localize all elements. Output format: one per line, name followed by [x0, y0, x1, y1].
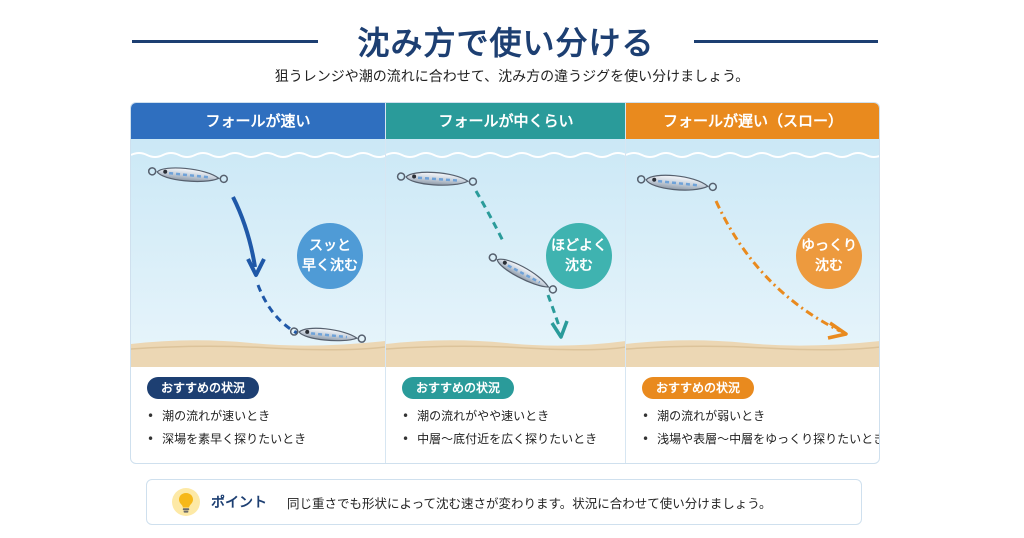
jig-lure-top [147, 167, 229, 184]
sand-ridge [131, 345, 385, 351]
point-box: ポイント 同じ重さでも形状によって沈む速さが変わります。状況に合わせて使い分けま… [146, 479, 862, 525]
title-row: 沈み方で使い分ける [0, 14, 1024, 62]
panel-fast-scene: スッと 早く沈む [131, 139, 385, 367]
recommended-situation-tag: おすすめの状況 [642, 377, 755, 399]
fall-path-solid [231, 196, 257, 268]
panel-medium-recommendation: おすすめの状況 潮の流れがやや速いとき 中層〜底付近を広く探りたいとき [386, 367, 626, 463]
fast-description-bubble: スッと 早く沈む [297, 223, 363, 289]
list-item: 浅場や表層〜中層をゆっくり探りたいとき [642, 428, 879, 451]
panel-fast-header: フォールが速い [131, 103, 385, 139]
fall-arrowhead [550, 320, 569, 339]
fall-path-lower [546, 294, 562, 330]
panel-slow: フォールが遅い（スロー） [625, 103, 879, 463]
jig-lure-top [636, 174, 718, 192]
slow-description-bubble: ゆっくり 沈む [796, 223, 862, 289]
page-title: 沈み方で使い分ける [357, 24, 655, 62]
fall-path-dashed [256, 284, 298, 335]
fast-bubble-text: スッと 早く沈む [302, 238, 358, 274]
jig-lure-middle [488, 253, 558, 294]
fall-speed-panels: フォールが速い [130, 102, 880, 464]
water-surface [626, 152, 879, 158]
list-item: 深場を素早く探りたいとき [147, 428, 306, 451]
point-label: ポイント [211, 495, 267, 511]
medium-situation-list: 潮の流れがやや速いとき 中層〜底付近を広く探りたいとき [402, 405, 597, 451]
panel-slow-header: フォールが遅い（スロー） [626, 103, 879, 139]
lightbulb-icon [172, 488, 200, 516]
panel-slow-recommendation: おすすめの状況 潮の流れが弱いとき 浅場や表層〜中層をゆっくり探りたいとき [626, 367, 879, 463]
water-surface [131, 152, 385, 158]
jig-lure-bottom [289, 327, 367, 343]
panel-medium: フォールが中くらい [385, 103, 626, 463]
fall-path-upper [474, 190, 506, 244]
sand-ridge [626, 345, 879, 351]
title-divider-right [694, 40, 878, 43]
slow-scene-illustration [626, 139, 879, 367]
list-item: 潮の流れが弱いとき [642, 405, 879, 428]
recommended-situation-tag: おすすめの状況 [402, 377, 515, 399]
panel-fast-recommendation: おすすめの状況 潮の流れが速いとき 深場を素早く探りたいとき [131, 367, 385, 463]
panel-medium-header: フォールが中くらい [386, 103, 626, 139]
jig-lure-top [396, 171, 478, 186]
medium-description-bubble: ほどよく 沈む [546, 223, 612, 289]
fall-path-slow [714, 200, 841, 333]
list-item: 潮の流れがやや速いとき [402, 405, 597, 428]
water-surface [386, 152, 626, 158]
fall-arrowhead [246, 258, 266, 277]
fast-situation-list: 潮の流れが速いとき 深場を素早く探りたいとき [147, 405, 306, 451]
point-text: 同じ重さでも形状によって沈む速さが変わります。状況に合わせて使い分けましょう。 [287, 496, 772, 511]
sand-ridge [386, 345, 626, 351]
slow-situation-list: 潮の流れが弱いとき 浅場や表層〜中層をゆっくり探りたいとき [642, 405, 879, 451]
list-item: 中層〜底付近を広く探りたいとき [402, 428, 597, 451]
slow-bubble-text: ゆっくり 沈む [801, 238, 857, 274]
panel-slow-scene: ゆっくり 沈む [626, 139, 879, 367]
panel-medium-scene: ほどよく 沈む [386, 139, 626, 367]
fall-arrowhead [827, 321, 848, 340]
page-subtitle: 狙うレンジや潮の流れに合わせて、沈み方の違うジグを使い分けましょう。 [274, 69, 750, 85]
medium-bubble-text: ほどよく 沈む [551, 238, 607, 274]
panel-fast: フォールが速い [131, 103, 385, 463]
recommended-situation-tag: おすすめの状況 [147, 377, 260, 399]
title-divider-left [132, 40, 318, 43]
list-item: 潮の流れが速いとき [147, 405, 306, 428]
